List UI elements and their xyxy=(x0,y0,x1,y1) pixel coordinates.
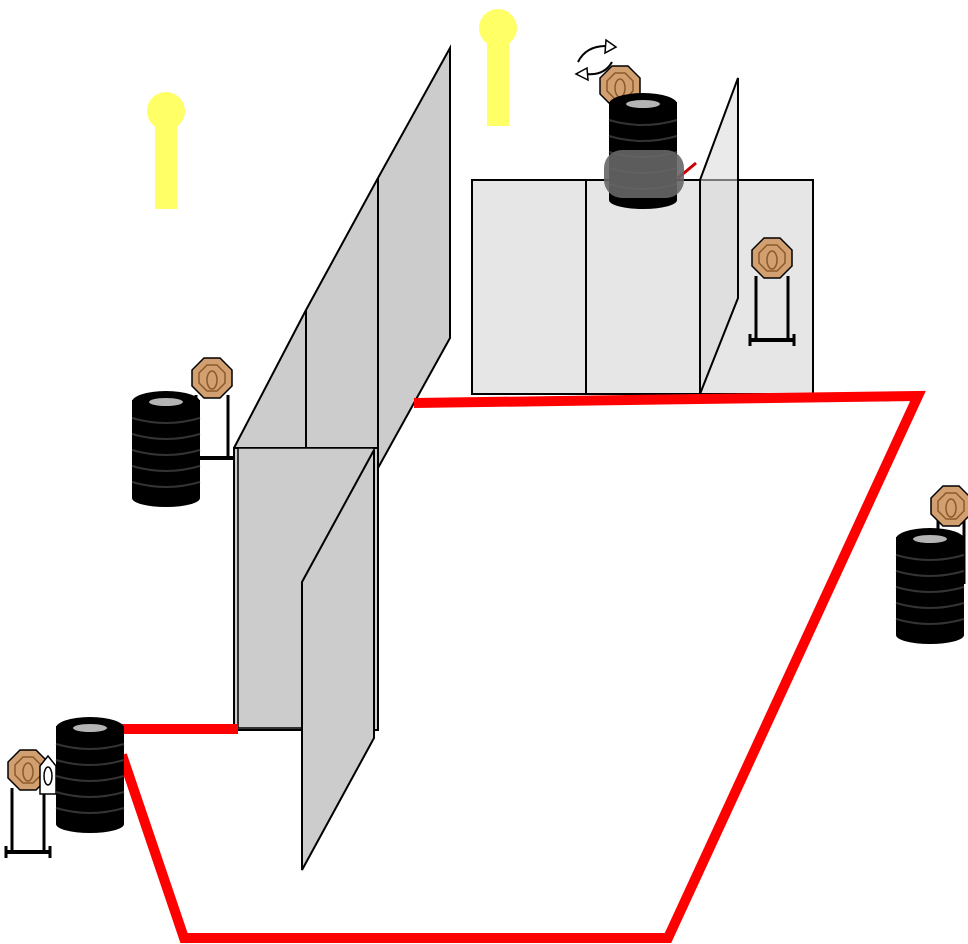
rotate-arrows-icon xyxy=(574,38,618,82)
front-wall xyxy=(233,447,379,871)
see-through-wall xyxy=(604,77,739,395)
tire-stack-icon xyxy=(55,716,125,834)
back-bay-walls xyxy=(471,179,814,395)
tire-stack-icon xyxy=(895,527,965,645)
light-pole-icon xyxy=(147,92,185,209)
tire-stack-icon xyxy=(131,390,201,508)
fault-line xyxy=(117,390,926,943)
light-pole-icon xyxy=(479,9,517,126)
